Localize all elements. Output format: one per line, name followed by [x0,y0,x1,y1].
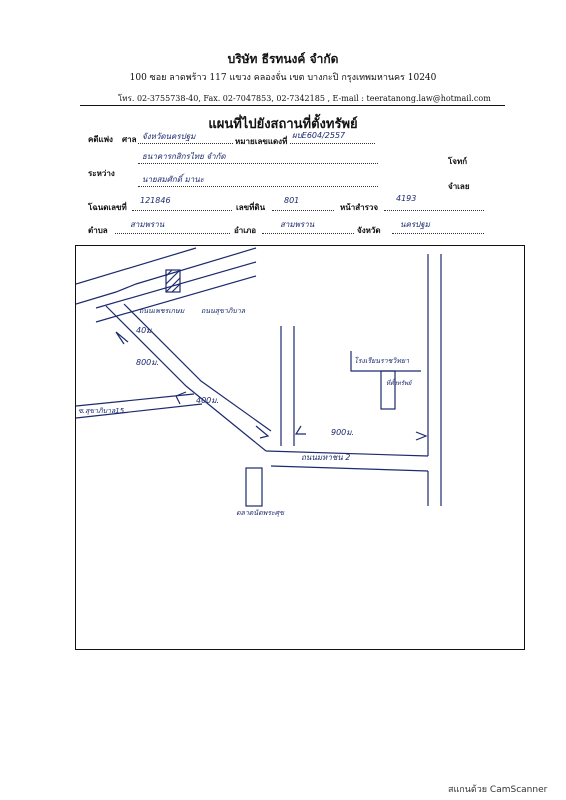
road-vertical-short [280,326,295,446]
road-diag-edge-2 [123,303,272,432]
form-title: แผนที่ไปยังสถานที่ตั้งทรัพย์ [208,117,358,132]
defendant-field [138,176,378,187]
deed-field [132,200,232,211]
between-label: ระหว่าง [88,169,115,178]
survey-label: หน้าสำรวจ [340,203,379,212]
defendant-value: นายสมศักดิ์ มานะ [142,175,204,184]
scanner-watermark: สแกนด้วย CamScanner [448,785,548,795]
district-value: สามพราน [280,220,315,229]
survey-value: 4193 [396,194,417,203]
property-box [380,370,396,410]
map-label-bottom-site: ตลาดนัดพระศุข [236,509,285,517]
site-box [245,467,263,507]
province-field [392,223,484,234]
plaintiff-role: โจทก์ [448,157,468,166]
district-label: อำเภอ [234,226,257,235]
map-frame: ถนนเพชรเกษม 40ม. ถนนสุขาภิบาล 800ม. ซ.สุ… [75,245,525,650]
landmark-building [165,269,181,293]
arrow-3 [255,425,270,439]
map-drawing [76,247,442,507]
arrow-1 [115,331,129,345]
map-label-dist-800: 800ม. [136,358,160,367]
arrow-4 [294,425,306,435]
court-field [138,133,233,144]
case-no-field [290,133,375,144]
defendant-role: จำเลย [448,182,470,191]
subdistrict-label: ตำบล [88,226,108,235]
arrow-5 [415,431,428,441]
map-label-property: ที่ตั้งทรัพย์ [386,380,412,387]
road-top-edge-4 [95,275,257,323]
road-bottom-edge-2 [270,465,429,472]
case-label: คดีแพ่ง [88,135,113,144]
court-label: ศาล [122,135,137,144]
road-bottom-edge-1 [265,450,429,457]
subdistrict-field [115,223,230,234]
company-address: 100 ซอย ลาดพร้าว 117 แขวง คลองจั่น เขต บ… [129,73,437,83]
road-top-edge-2 [76,247,257,305]
road-diag-edge-1 [105,305,267,452]
case-no-label: หมายเลขแดงที่ [235,137,288,146]
district-field [262,223,354,234]
plaintiff-field [138,153,378,164]
province-label: จังหวัด [357,226,381,235]
road-top-edge-3 [95,261,257,309]
subdistrict-value: สามพราน [130,220,165,229]
deed-label: โฉนดเลขที่ [88,203,127,212]
map-label-road-left: ซ.สุขาภิบาล15 [78,407,125,415]
arrow-2 [175,391,187,405]
plaintiff-value: ธนาคารกสิกรไทย จำกัด [142,152,226,161]
header-rule [80,105,505,106]
road-left-edge-2 [76,403,203,419]
road-top-edge-1 [76,247,197,285]
map-label-dist-400: 400ม. [196,396,220,405]
province-value: นครปฐม [400,220,430,229]
landmark-hatch [165,269,181,293]
deed-value: 121846 [140,196,171,205]
road-right-vertical [427,254,442,506]
survey-field [384,200,484,211]
map-label-road-diag: ถนนสุขาภิบาล [201,307,246,315]
map-label-road-bottom: ถนนมหาชน 2 [301,453,351,462]
case-no-value: ผบE604/2557 [292,131,346,140]
map-label-dist-900: 900ม. [331,428,355,437]
school-outline [350,351,421,372]
map-label-road-top: ถนนเพชรเกษม [139,307,185,315]
court-value: จังหวัดนครปฐม [142,132,196,141]
land-no-value: 801 [284,196,300,205]
land-no-label: เลขที่ดิน [236,203,266,212]
map-label-dist-40: 40ม. [136,326,154,335]
road-left-edge-1 [76,393,195,407]
company-name: บริษัท ธีรทนงค์ จำกัด [227,52,339,66]
company-contact: โทร. 02-3755738-40, Fax. 02-7047853, 02-… [118,94,491,103]
land-no-field [272,200,334,211]
map-label-school: โรงเรียนราชวิทยา [354,357,409,365]
